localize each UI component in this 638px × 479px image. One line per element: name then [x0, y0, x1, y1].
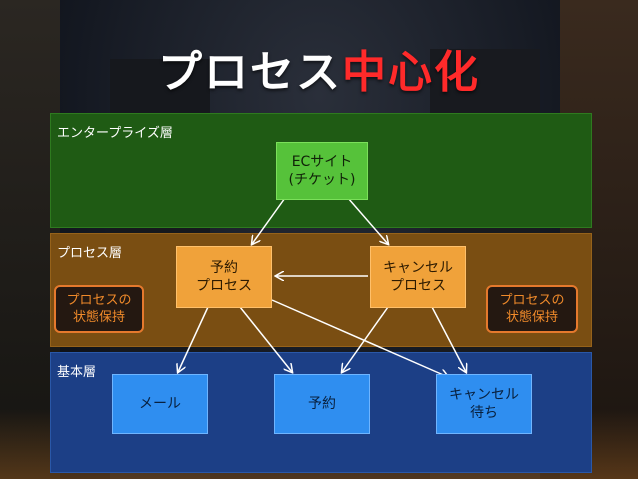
cancel-wait-node: キャンセル 待ち	[436, 374, 532, 434]
base-layer-label: 基本層	[57, 365, 97, 380]
title-highlight: 中心化	[342, 47, 480, 98]
enterprise-layer-label: エンタープライズ層	[57, 126, 173, 141]
slide-title: プロセス中心化	[0, 36, 638, 100]
reserve-node: 予約	[274, 374, 370, 434]
cancel-process-node: キャンセル プロセス	[370, 246, 466, 308]
ec-site-node: ECサイト (チケット)	[276, 142, 368, 200]
process-layer-label: プロセス層	[57, 246, 123, 261]
state-callout-left: プロセスの 状態保持	[54, 285, 144, 333]
state-callout-right: プロセスの 状態保持	[486, 285, 578, 333]
reserve-process-node: 予約 プロセス	[176, 246, 272, 308]
title-prefix: プロセス	[158, 47, 342, 98]
mail-node: メール	[112, 374, 208, 434]
